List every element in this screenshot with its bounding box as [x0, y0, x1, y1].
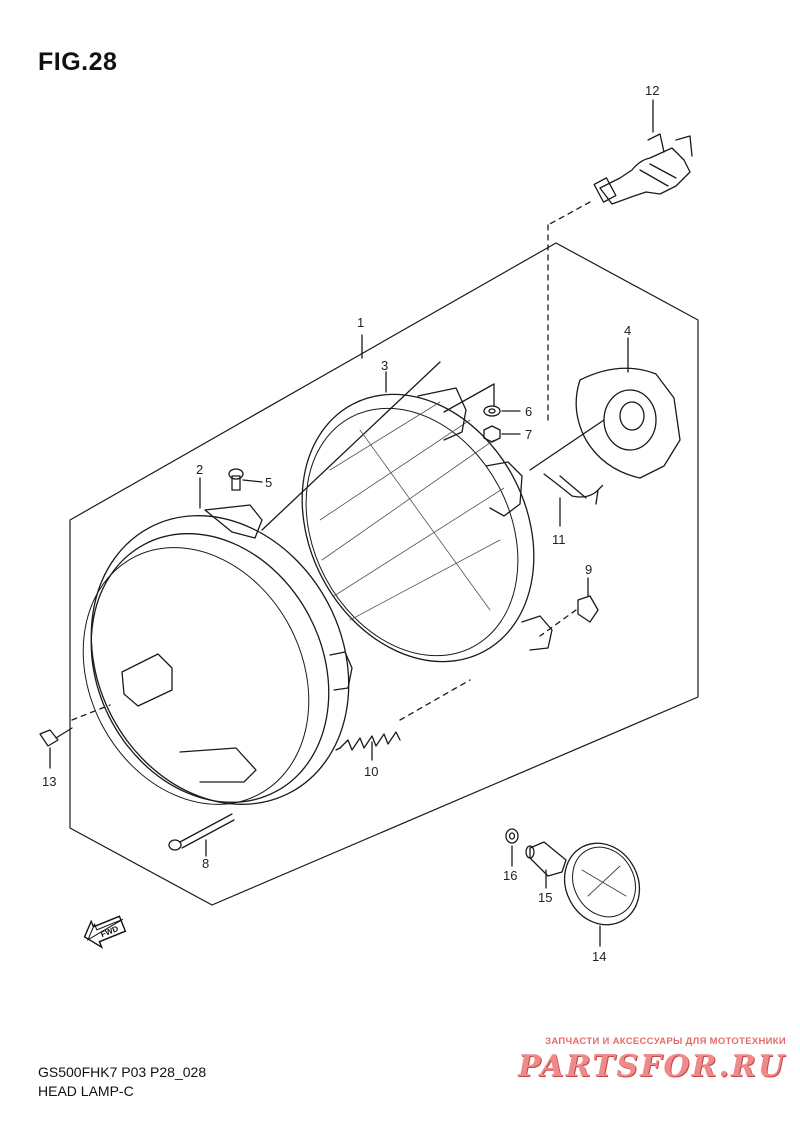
- callout-5: 5: [265, 475, 272, 490]
- bulb-part-12: [593, 99, 693, 205]
- callout-15: 15: [538, 890, 552, 905]
- washer-part-16: [505, 828, 519, 867]
- screw-part-5: [228, 468, 263, 491]
- guide-bulb: [547, 201, 591, 226]
- footer-subtitle: HEAD LAMP-C: [38, 1083, 134, 1099]
- callout-8: 8: [202, 856, 209, 871]
- assembly-outline: [69, 242, 699, 906]
- callout-10: 10: [364, 764, 378, 779]
- callout-2: 2: [196, 462, 203, 477]
- callout-16: 16: [503, 868, 517, 883]
- callout-6: 6: [525, 404, 532, 419]
- watermark-tagline: ЗАПЧАСТИ И АКСЕССУАРЫ ДЛЯ МОТОТЕХНИКИ: [545, 1036, 786, 1047]
- leader-2-to-3: [261, 361, 441, 531]
- lens-unit-part-3: [301, 371, 553, 663]
- callout-14: 14: [592, 949, 606, 964]
- callout-9: 9: [585, 562, 592, 577]
- callout-12: 12: [645, 83, 659, 98]
- callout-1: 1: [357, 315, 364, 330]
- callout-4: 4: [624, 323, 631, 338]
- headlamp-rim-part-2: [82, 477, 353, 805]
- watermark-brand: PARTSFOR.RU: [518, 1049, 786, 1084]
- clip-part-9: [539, 577, 599, 637]
- callout-3: 3: [381, 358, 388, 373]
- screw-part-13: [39, 704, 111, 769]
- guide-bracket: [443, 383, 495, 413]
- bolt-part-8: [168, 813, 235, 857]
- wire-clip-part-11: [543, 473, 604, 527]
- footer-model-code: GS500FHK7 P03 P28_028: [38, 1064, 207, 1080]
- watermark-logo: ЗАПЧАСТИ И АКСЕССУАРЫ ДЛЯ МОТОТЕХНИКИ PA…: [486, 1036, 786, 1084]
- figure-title: FIG.28: [38, 48, 118, 76]
- socket-cover-part-4: [529, 337, 681, 479]
- callout-11: 11: [552, 532, 566, 547]
- forward-direction-indicator: FWD: [83, 915, 127, 949]
- nut-part-7: [483, 425, 521, 443]
- washer-part-6: [483, 405, 521, 417]
- reflector-part-14: [563, 842, 641, 947]
- pin-part-15: [525, 841, 567, 889]
- callout-7: 7: [525, 427, 532, 442]
- spring-part-10: [335, 679, 471, 761]
- callout-13: 13: [42, 774, 56, 789]
